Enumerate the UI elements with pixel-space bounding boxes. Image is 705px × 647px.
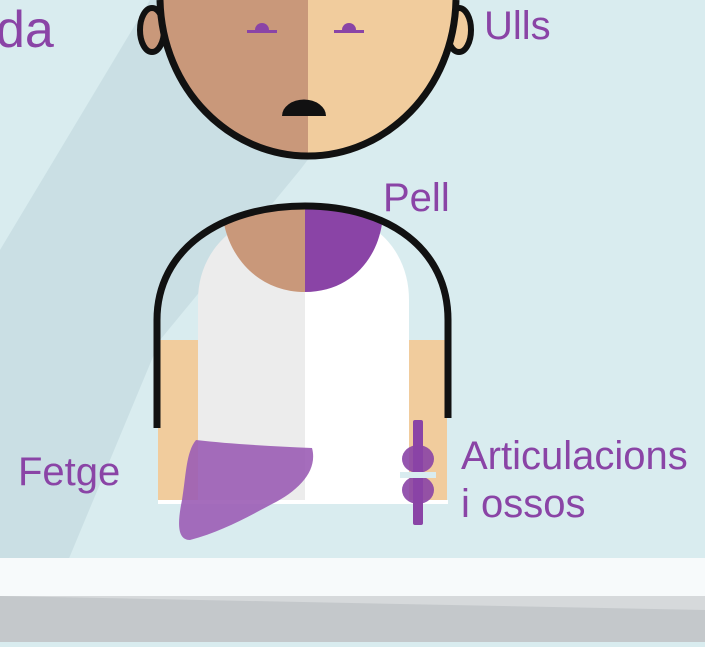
label-eyes: Ulls: [484, 6, 551, 46]
title-fragment: da: [0, 4, 54, 56]
label-skin: Pell: [383, 178, 450, 218]
label-liver: Fetge: [18, 452, 120, 492]
label-joints-bones: Articulacions i ossos: [461, 432, 688, 528]
label-joints-line1: Articulacions: [461, 432, 688, 480]
page-bottom-edge: [0, 558, 705, 598]
label-joints-line2: i ossos: [461, 480, 688, 528]
